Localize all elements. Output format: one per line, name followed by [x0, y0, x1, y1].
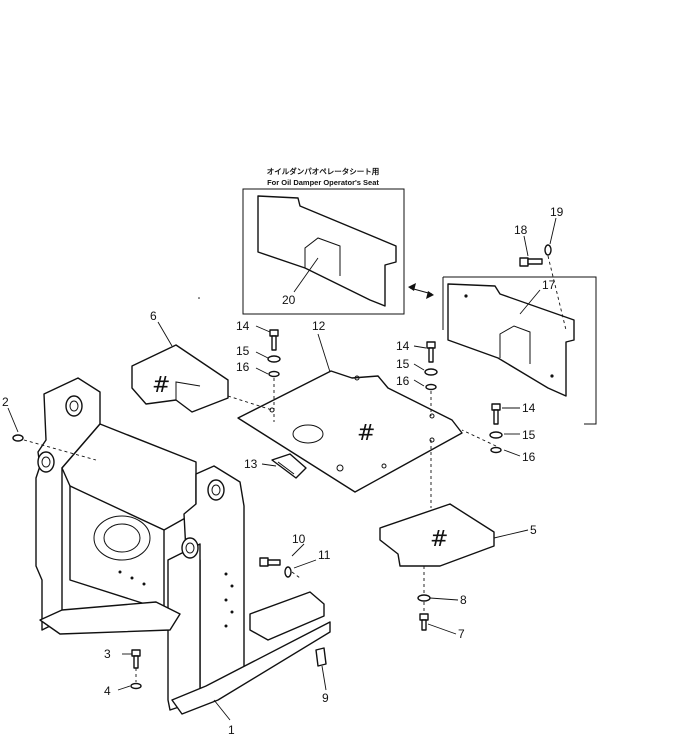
bolt-part-7	[419, 613, 429, 631]
inset-oil-damper-seat: オイルダンパオペレータシート用 For Oil Damper Operator'…	[242, 166, 405, 315]
bolt-part-18	[519, 257, 543, 267]
callout-19: 19	[550, 205, 564, 219]
callout-9: 9	[322, 691, 329, 705]
bolt-part-10	[259, 557, 281, 567]
cover-part-20	[257, 195, 397, 307]
bolt-part-14-left	[269, 329, 279, 351]
washer-part-8	[417, 594, 431, 602]
inset-caption-en: For Oil Damper Operator's Seat	[267, 178, 379, 187]
cover-part-6: #	[131, 344, 229, 413]
washer-part-4	[130, 682, 142, 690]
callout-7: 7	[458, 627, 465, 641]
bolt-part-14-mid	[426, 341, 436, 363]
callout-15-mid: 15	[396, 357, 410, 371]
bolt-part-14-right	[491, 403, 501, 425]
bracket-part-13	[271, 453, 307, 479]
callout-12: 12	[312, 319, 326, 333]
callout-16-mid: 16	[396, 374, 410, 388]
callout-8: 8	[460, 593, 467, 607]
floor-plate-part-12: #	[237, 370, 463, 493]
plate-12-hash-mark: #	[357, 421, 375, 446]
callout-6: 6	[150, 309, 157, 323]
callout-14-left: 14	[236, 319, 250, 333]
cover-6-hash-mark: #	[152, 373, 170, 398]
assembly-lines	[23, 255, 567, 682]
washer-part-2	[12, 434, 24, 442]
callout-3: 3	[104, 647, 111, 661]
callout-20: 20	[282, 293, 296, 307]
spring-washer-part-16-left	[268, 370, 280, 378]
washer-part-19	[544, 244, 552, 256]
inset-caption-jp: オイルダンパオペレータシート用	[267, 166, 380, 176]
callout-15-right: 15	[522, 428, 536, 442]
washer-part-15-right	[489, 431, 503, 439]
spring-washer-part-16-right	[490, 446, 502, 454]
callout-1: 1	[228, 723, 235, 736]
callout-16-left: 16	[236, 360, 250, 374]
callout-2: 2	[2, 395, 9, 409]
main-frame-part-1	[35, 377, 331, 715]
swap-arrow-icon	[408, 283, 434, 299]
washer-part-15-mid	[424, 368, 438, 376]
washer-part-11	[284, 566, 292, 578]
cover-part-5: #	[379, 503, 495, 567]
cover-part-17	[447, 283, 575, 397]
callout-10: 10	[292, 532, 306, 546]
inset-standard-cover	[442, 276, 597, 425]
fasteners	[12, 244, 552, 690]
cover-5-hash-mark: #	[430, 527, 448, 552]
callout-4: 4	[104, 684, 111, 698]
callout-14-mid: 14	[396, 339, 410, 353]
callout-15-left: 15	[236, 344, 250, 358]
callout-17: 17	[542, 278, 556, 292]
washer-part-15-left	[267, 355, 281, 363]
clip-part-9	[315, 647, 327, 667]
callout-18: 18	[514, 223, 528, 237]
callout-13: 13	[244, 457, 258, 471]
callouts: 2 14 15 16 12 6 14 15 16 14 15 16 13 5 1…	[2, 205, 564, 737]
callout-5: 5	[530, 523, 537, 537]
leader-lines	[7, 217, 557, 721]
callout-16-right: 16	[522, 450, 536, 464]
callout-14-right: 14	[522, 401, 536, 415]
bolt-part-3	[131, 649, 141, 669]
spring-washer-part-16-mid	[425, 383, 437, 391]
callout-11: 11	[318, 548, 331, 562]
